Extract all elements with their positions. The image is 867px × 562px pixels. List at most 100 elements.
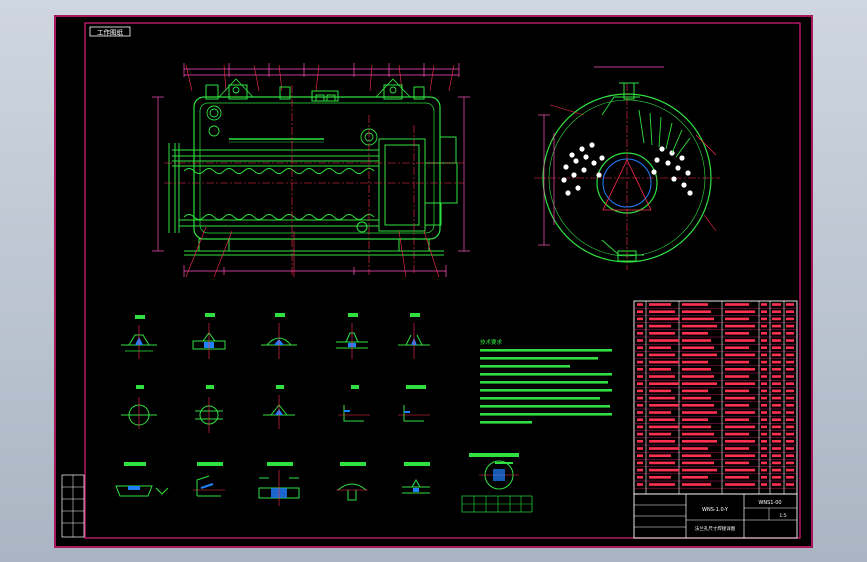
parts-cell-text	[786, 389, 794, 393]
parts-cell-text	[761, 303, 767, 306]
parts-cell-text	[682, 418, 708, 421]
detail-10	[398, 385, 430, 422]
parts-cell-text	[761, 324, 767, 328]
parts-cell-text	[772, 360, 781, 364]
parts-cell-text	[772, 310, 781, 313]
detail-5	[398, 313, 430, 359]
parts-cell-text	[649, 483, 675, 486]
parts-cell-text	[725, 418, 749, 421]
title-block-sub: 法兰孔尺寸焊接详图	[695, 525, 736, 532]
title-block-ratio: 1:5	[779, 513, 786, 519]
detail-7	[195, 385, 223, 433]
parts-cell-text	[682, 360, 708, 364]
parts-cell-text	[725, 375, 749, 378]
cad-viewport[interactable]: 工作图纸	[54, 15, 813, 548]
parts-cell-text	[786, 440, 794, 443]
parts-cell-text	[682, 389, 708, 393]
title-block-drawing-no: WNS1-00	[758, 500, 781, 506]
parts-cell-text	[682, 332, 708, 335]
parts-cell-text	[772, 339, 781, 342]
parts-cell-text	[761, 368, 767, 371]
parts-cell-text	[786, 375, 794, 378]
parts-cell-text	[786, 339, 794, 342]
parts-cell-text	[637, 317, 643, 321]
parts-cell-text	[649, 476, 671, 479]
parts-cell-text	[725, 303, 749, 306]
parts-cell-text	[772, 425, 781, 429]
parts-cell-text	[682, 317, 714, 321]
parts-cell-text	[649, 368, 671, 371]
parts-cell-text	[786, 317, 794, 321]
parts-cell-text	[637, 360, 643, 364]
parts-cell-text	[761, 346, 767, 349]
revision-strip	[61, 474, 85, 538]
detail-8	[263, 385, 295, 429]
parts-cell-text	[761, 353, 767, 357]
parts-cell-text	[725, 346, 749, 349]
front-centerlines	[164, 85, 464, 275]
parts-cell-text	[682, 411, 717, 414]
boiler-shell	[193, 96, 441, 240]
parts-cell-text	[682, 368, 711, 371]
parts-cell-text	[682, 353, 717, 357]
parts-cell-text	[637, 310, 643, 313]
parts-cell-text	[761, 411, 767, 414]
parts-cell-text	[649, 360, 679, 364]
parts-cell-text	[649, 425, 679, 429]
parts-cell-text	[725, 411, 755, 414]
parts-cell-text	[682, 310, 711, 313]
parts-cell-text	[637, 476, 643, 479]
parts-cell-text	[772, 418, 781, 421]
support-feet	[184, 221, 444, 256]
parts-cell-text	[649, 375, 675, 378]
parts-cell-text	[682, 324, 717, 328]
parts-cell-text	[761, 375, 767, 378]
parts-cell-text	[786, 303, 794, 306]
sheet-tag-text: 工作图纸	[97, 28, 124, 37]
parts-cell-text	[649, 432, 671, 436]
parts-cell-text	[725, 432, 749, 436]
parts-cell-text	[772, 454, 781, 457]
parts-cell-text	[649, 382, 679, 385]
parts-cell-text	[761, 476, 767, 479]
parts-cell-text	[786, 447, 794, 450]
parts-cell-text	[772, 303, 781, 306]
parts-cell-text	[772, 317, 781, 321]
parts-cell-text	[682, 440, 717, 443]
parts-cell-text	[637, 368, 643, 371]
parts-cell-text	[772, 382, 781, 385]
bottom-dimensions	[183, 265, 447, 277]
parts-cell-text	[682, 483, 711, 486]
parts-cell-text	[649, 389, 671, 393]
parts-cell-text	[649, 310, 675, 313]
parts-cell-text	[761, 425, 767, 429]
parts-cell-text	[637, 468, 643, 472]
parts-cell-text	[761, 468, 767, 472]
detail-6	[121, 385, 157, 429]
parts-cell-text	[761, 310, 767, 313]
parts-cell-text	[772, 432, 781, 436]
parts-cell-text	[682, 447, 708, 450]
parts-cell-text	[649, 454, 671, 457]
parts-cell-text	[772, 324, 781, 328]
parts-cell-text	[682, 468, 717, 472]
parts-cell-text	[725, 454, 755, 457]
parts-cell-text	[649, 440, 675, 443]
parts-cell-text	[649, 303, 671, 306]
parts-cell-text	[786, 368, 794, 371]
parts-cell-text	[761, 418, 767, 421]
parts-cell-text	[786, 468, 794, 472]
parts-cell-text	[725, 353, 755, 357]
parts-cell-text	[649, 339, 679, 342]
technical-notes: 技术要求	[480, 338, 612, 424]
parts-cell-text	[682, 303, 708, 306]
parts-cell-text	[637, 389, 643, 393]
parts-cell-text	[786, 461, 794, 465]
parts-cell-text	[649, 317, 679, 321]
parts-cell-text	[637, 447, 643, 450]
parts-cell-text	[725, 332, 749, 335]
parts-cell-text	[772, 447, 781, 450]
smoke-box	[378, 136, 458, 232]
parts-cell-text	[772, 440, 781, 443]
detail-12	[193, 462, 225, 497]
